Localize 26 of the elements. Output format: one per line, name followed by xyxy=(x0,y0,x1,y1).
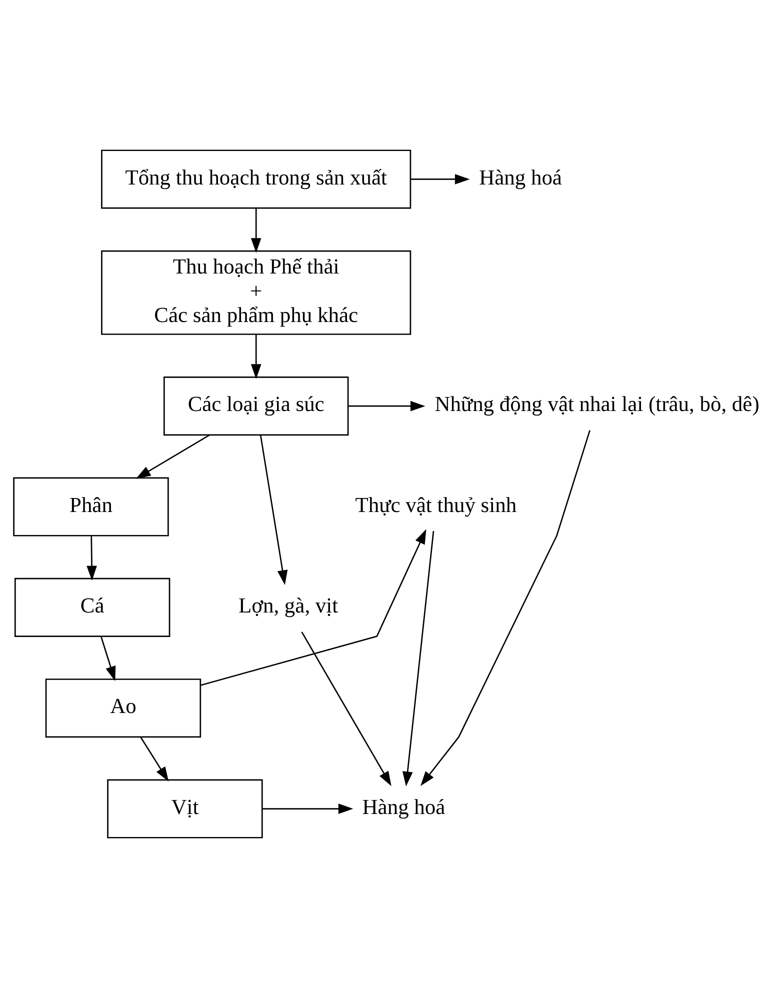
node-text: Thực vật thuỷ sinh xyxy=(355,492,517,517)
arrow xyxy=(200,529,426,686)
node-box: Thu hoạch Phế thải + Các sản phẩm phụ khác xyxy=(101,250,412,335)
arrow xyxy=(136,434,210,479)
node-text: Những động vật nhai lại (trâu, bò, dê) xyxy=(434,392,760,416)
node-text: Hàng hoá xyxy=(362,794,446,819)
node-box: Ao xyxy=(45,678,202,738)
node-box: Các loại gia súc xyxy=(163,376,349,436)
arrow xyxy=(140,736,169,782)
arrow xyxy=(301,632,392,786)
arrow xyxy=(420,430,590,786)
arrow xyxy=(402,531,434,786)
arrow xyxy=(250,334,262,379)
arrow xyxy=(250,208,262,253)
node-text: Hàng hoá xyxy=(479,165,562,190)
arrow xyxy=(262,804,354,814)
arrow xyxy=(86,536,97,581)
arrow xyxy=(410,174,470,184)
node-text: Lợn, gà, vịt xyxy=(238,594,338,618)
arrow xyxy=(348,400,426,412)
arrow xyxy=(100,636,116,682)
node-box: Tổng thu hoạch trong sản xuất xyxy=(101,150,412,209)
node-box: Cá xyxy=(14,578,170,637)
node-box: Vịt xyxy=(107,779,263,838)
node-box: Phân xyxy=(13,477,169,536)
arrow xyxy=(260,434,288,586)
